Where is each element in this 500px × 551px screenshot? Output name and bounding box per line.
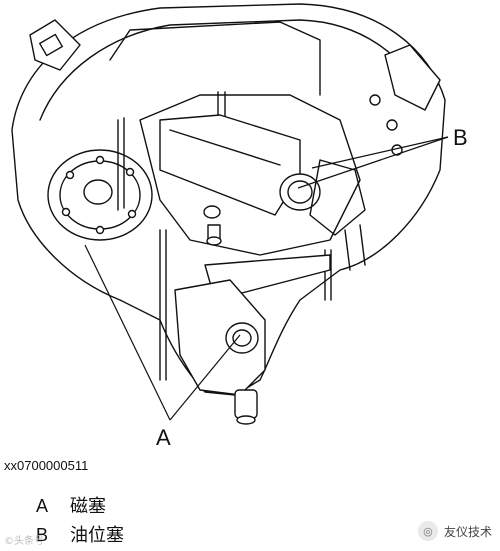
leader-b-1 [311, 136, 449, 169]
legend-text: 油位塞 [70, 525, 124, 546]
legend-letter: A [36, 496, 49, 516]
leader-a-1 [84, 244, 171, 421]
legend-row-a: A 磁塞 [36, 492, 106, 518]
legend-row-b: B 油位塞 [36, 521, 124, 547]
watermark-left: ©头条号 [4, 536, 44, 547]
technical-drawing [11, 3, 449, 425]
leader-b-2 [297, 136, 449, 189]
wechat-icon: ◎ [417, 521, 438, 541]
magnetic-plug [225, 322, 259, 354]
watermark-right: ◎ 友仪技术 [417, 521, 492, 541]
figure-reference-id: xx0700000511 [4, 458, 89, 473]
legend-text: 磁塞 [70, 496, 106, 517]
callout-a: A [156, 425, 171, 450]
leader-a-2 [169, 334, 241, 421]
oil-level-plug [279, 173, 321, 211]
legend-letter: B [36, 525, 49, 545]
watermark-right-text: 友仪技术 [443, 524, 492, 539]
callout-b: B [453, 125, 468, 150]
